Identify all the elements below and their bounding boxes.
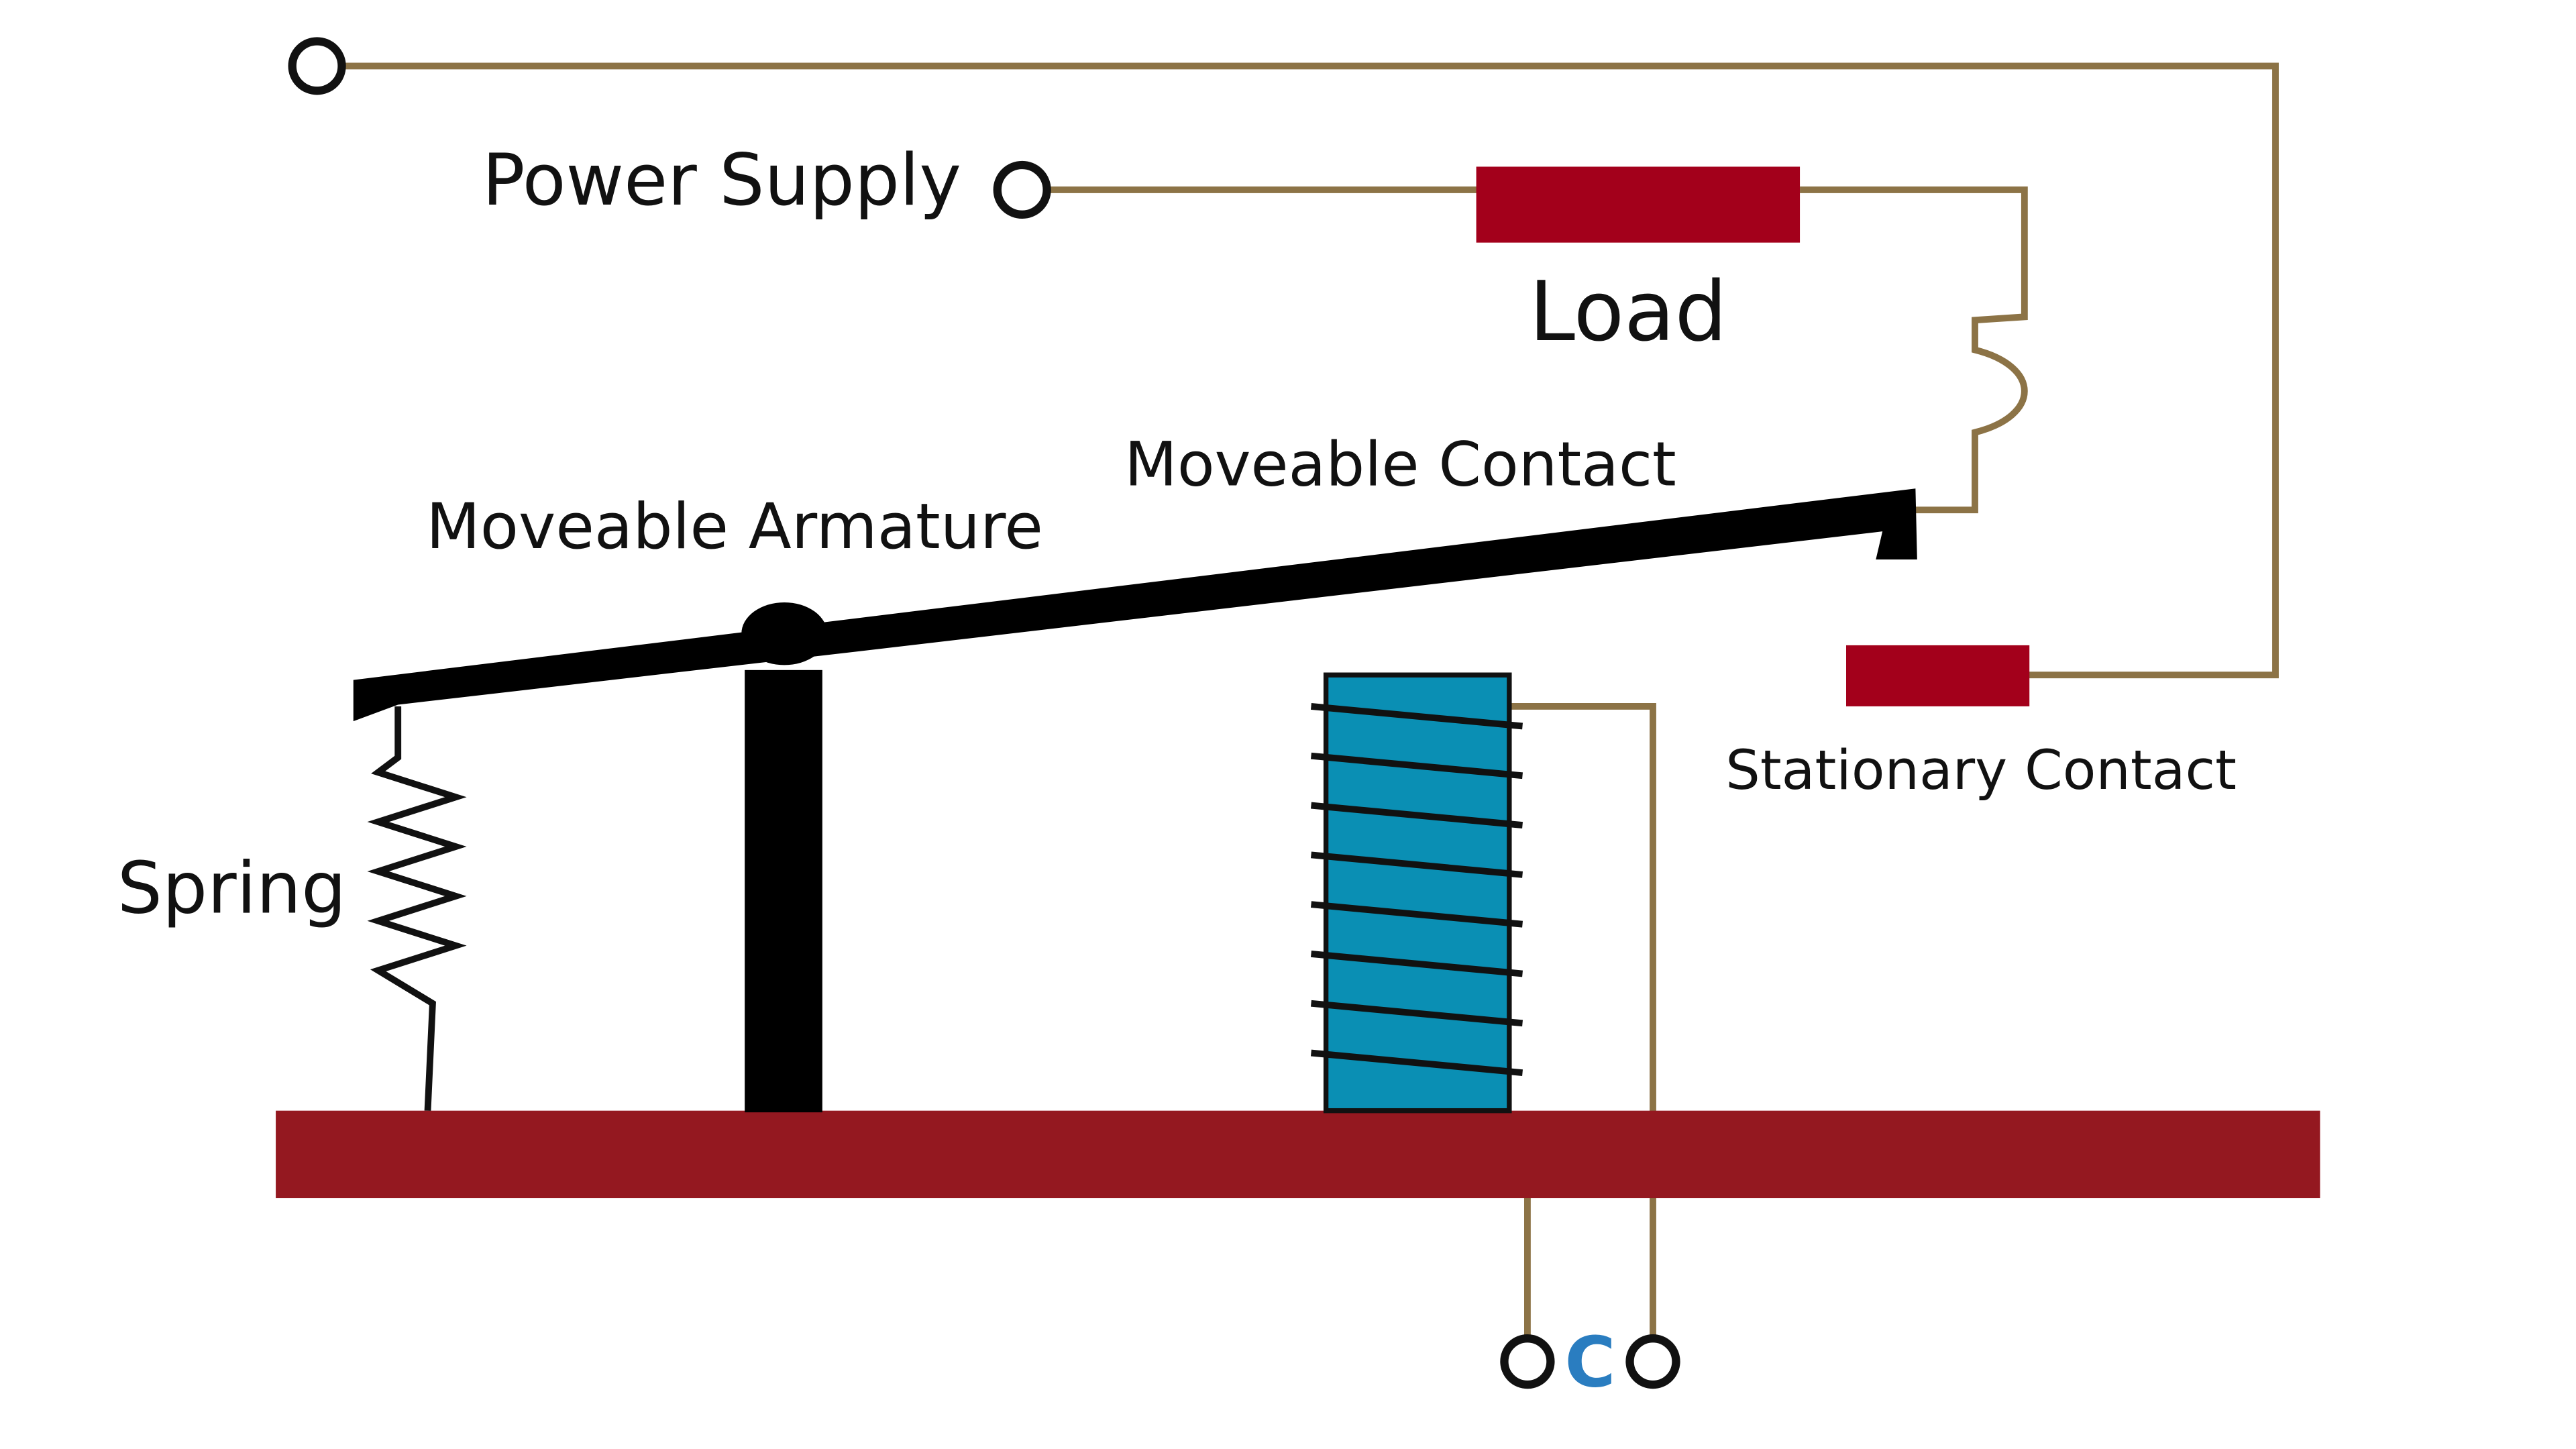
load-block (1476, 166, 1801, 243)
coil-windings (1311, 703, 1523, 1076)
armature-post (745, 669, 822, 1113)
stationary-contact-wire (343, 62, 2279, 679)
spring-label: Spring (117, 847, 347, 929)
coil-terminal-label: C (1565, 1323, 1616, 1403)
flexible-lead-wire (1800, 186, 2028, 514)
power-supply-label: Power Supply (482, 139, 961, 221)
moveable-contact-label: Moveable Contact (1124, 429, 1676, 500)
coil-core (1323, 672, 1512, 1114)
terminal-power-supply (993, 160, 1051, 219)
relay-base (276, 1110, 2320, 1199)
spring (367, 706, 467, 1111)
stationary-contact-label: Stationary Contact (1725, 739, 2237, 802)
terminal-top-left (288, 37, 346, 95)
coil-wire-top (1509, 703, 1656, 1337)
terminal-coil-right (1625, 1334, 1680, 1389)
load-label: Load (1529, 264, 1727, 360)
terminal-coil-left (1500, 1334, 1555, 1389)
stationary-contact-block (1846, 645, 2030, 706)
armature-pivot (741, 602, 828, 665)
moveable-armature-label: Moveable Armature (426, 490, 1043, 564)
moveable-armature (353, 488, 1917, 722)
